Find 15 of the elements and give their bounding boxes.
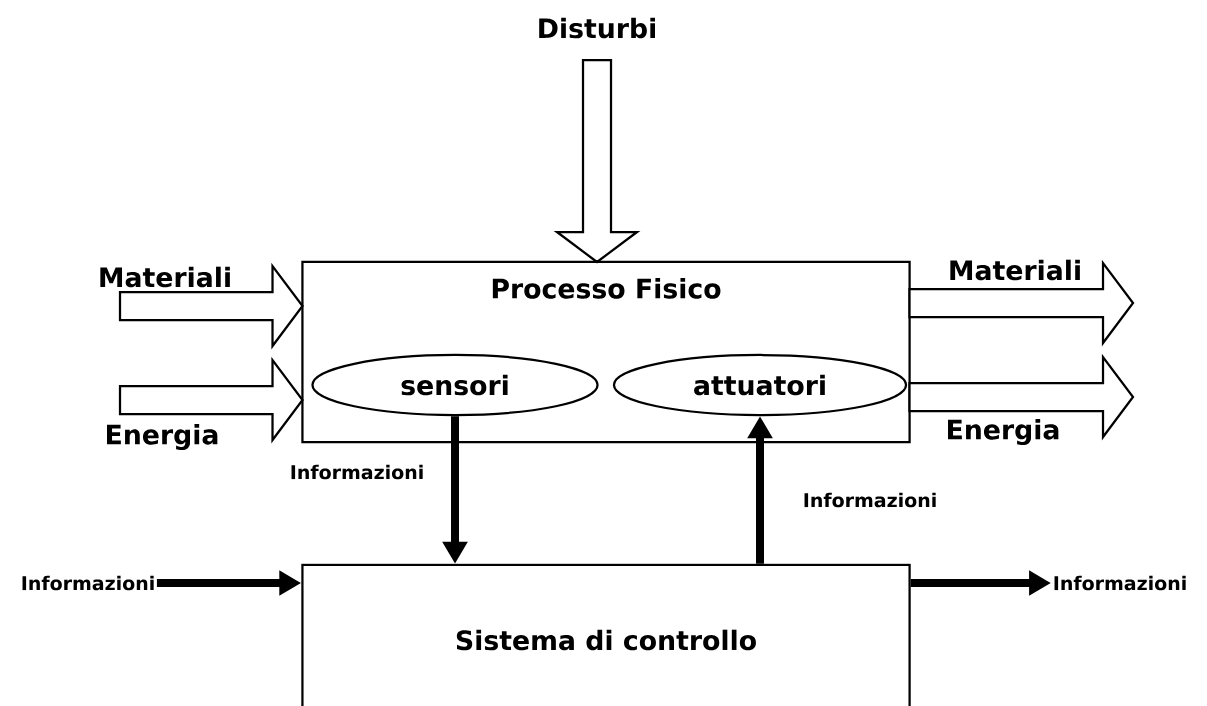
block-arrow: [118, 356, 304, 444]
flow-label: Informazioni: [22, 575, 154, 591]
arrow-label: Informazioni: [291, 464, 423, 480]
block-arrow: [908, 259, 1135, 347]
arrow-label: Disturbi: [539, 17, 655, 39]
flow-label: Informazioni: [1054, 575, 1186, 591]
arrow-label: Materiali: [950, 259, 1080, 281]
arrow-label: Energia: [948, 419, 1059, 446]
arrow-label: Energia: [107, 424, 218, 451]
block-arrow: [908, 353, 1135, 441]
block-arrow: [553, 58, 641, 264]
arrow-label: Informazioni: [804, 492, 936, 508]
control-box: Sistema di controllo: [301, 563, 911, 706]
arrow-label: Materiali: [100, 266, 230, 288]
block-arrow: [118, 262, 304, 350]
